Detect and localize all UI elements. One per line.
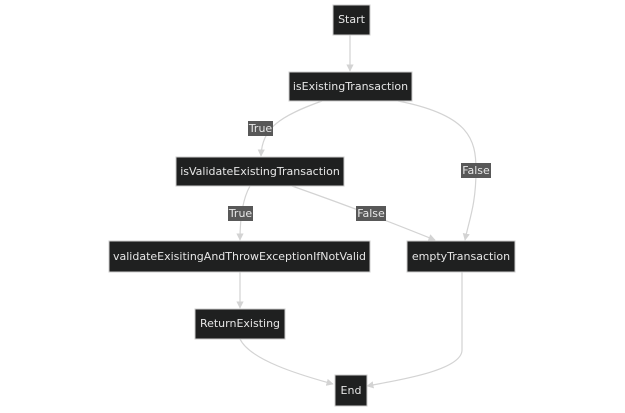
node-is-existing-transaction-label: isExistingTransaction	[293, 80, 408, 93]
node-empty-transaction-label: emptyTransaction	[412, 250, 510, 263]
node-start-label: Start	[338, 13, 366, 26]
edge-label-existing-false-text: False	[462, 164, 490, 177]
edge-empty-to-end	[366, 272, 463, 389]
node-empty-transaction[interactable]: emptyTransaction	[406, 240, 516, 273]
edge-is-existing-to-is-validate	[257, 100, 323, 157]
node-is-validate-existing-transaction-label: isValidateExistingTransaction	[180, 165, 340, 178]
edge-return-existing-to-end	[239, 338, 334, 386]
node-validate-existing-and-throw-label: validateExisitingAndThrowExceptionIfNotV…	[113, 250, 366, 263]
node-is-existing-transaction[interactable]: isExistingTransaction	[288, 71, 413, 102]
node-end-label: End	[341, 384, 362, 397]
edge-label-validate-true-text: True	[228, 207, 253, 220]
node-start[interactable]: Start	[332, 4, 371, 36]
edge-label-validate-false-text: False	[357, 207, 385, 220]
edge-label-validate-true: True	[228, 206, 253, 221]
node-end[interactable]: End	[334, 374, 368, 407]
node-is-validate-existing-transaction[interactable]: isValidateExistingTransaction	[175, 156, 345, 187]
edge-label-validate-false: False	[356, 206, 386, 221]
node-validate-existing-and-throw[interactable]: validateExisitingAndThrowExceptionIfNotV…	[108, 240, 371, 273]
edge-label-existing-false: False	[461, 163, 491, 178]
edge-label-existing-true-text: True	[248, 122, 273, 135]
node-return-existing-label: ReturnExisting	[200, 317, 280, 330]
edge-label-existing-true: True	[248, 121, 273, 136]
node-return-existing[interactable]: ReturnExisting	[194, 308, 286, 340]
